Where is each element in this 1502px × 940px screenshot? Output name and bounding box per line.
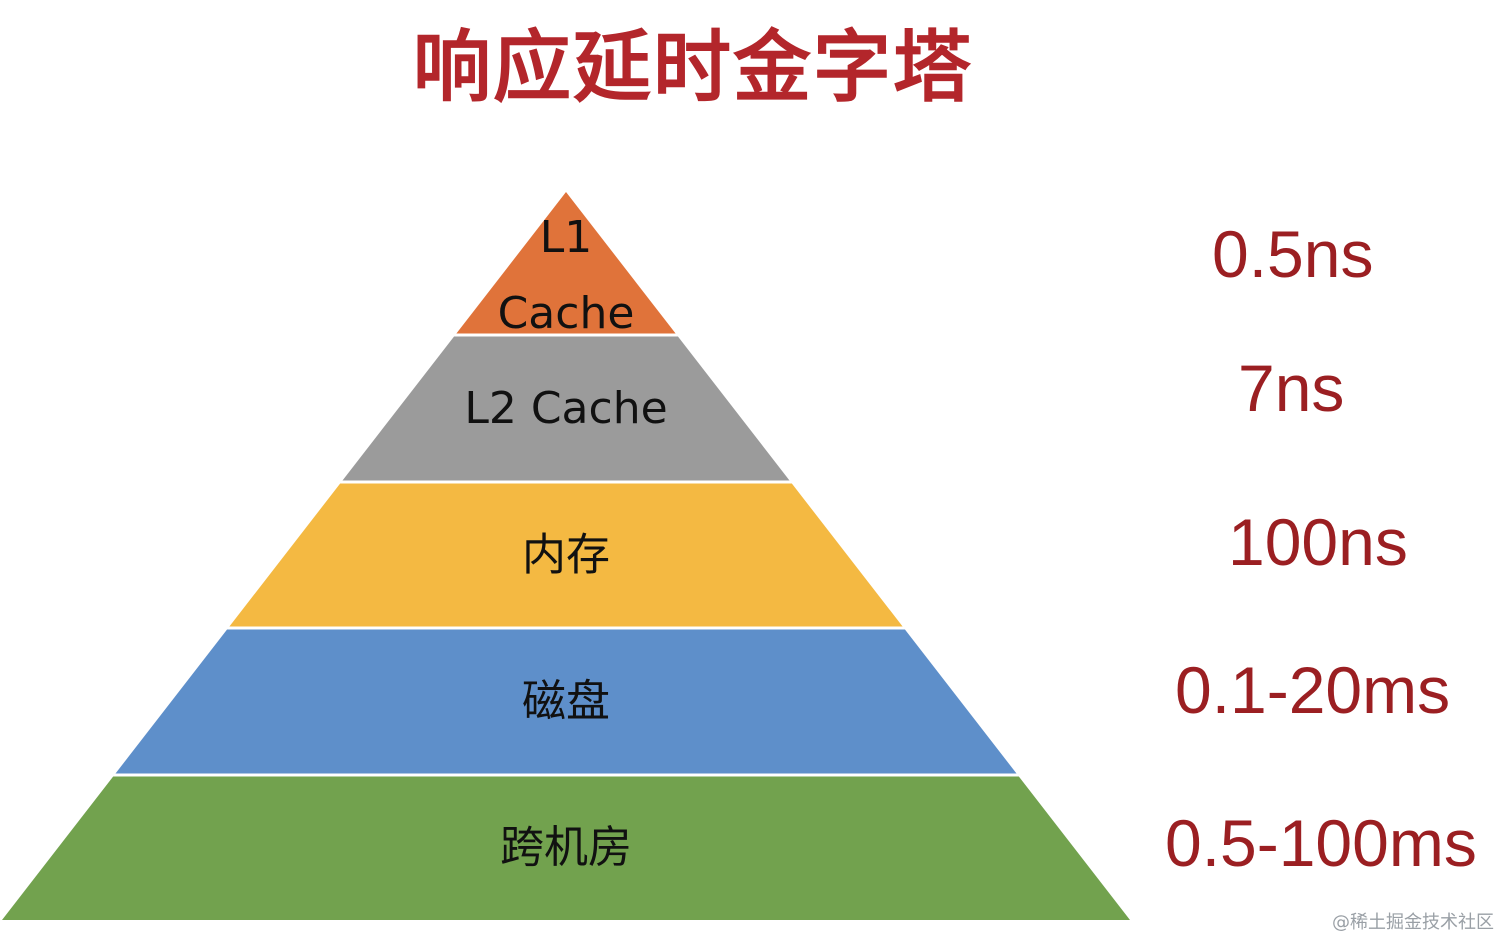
pyramid-layer-memory [228, 482, 904, 628]
latency-disk: 0.1-20ms [1175, 653, 1451, 727]
pyramid-label-disk: 磁盘 [522, 676, 610, 727]
pyramid-label-cross-datacenter: 跨机房 [500, 822, 632, 873]
pyramid-layer-l2-cache [341, 335, 791, 482]
pyramid-label-memory: 内存 [522, 530, 610, 581]
latency-l2-cache: 7ns [1238, 351, 1345, 425]
pyramid-label-l1-cache-1: L1 [540, 212, 593, 263]
pyramid-label-l2-cache: L2 Cache [464, 383, 667, 434]
latency-memory: 100ns [1228, 505, 1408, 579]
pyramid-layer-disk [114, 628, 1018, 775]
latency-cross-datacenter: 0.5-100ms [1165, 806, 1477, 880]
pyramid-label-l1-cache-2: Cache [498, 288, 635, 339]
latency-l1-cache: 0.5ns [1212, 217, 1374, 291]
pyramid-layer-cross-datacenter [2, 775, 1130, 920]
watermark: @稀土掘金技术社区 [1332, 912, 1494, 933]
page-title: 响应延时金字塔 [412, 23, 973, 113]
pyramid-layer-l1-cache [455, 192, 677, 335]
